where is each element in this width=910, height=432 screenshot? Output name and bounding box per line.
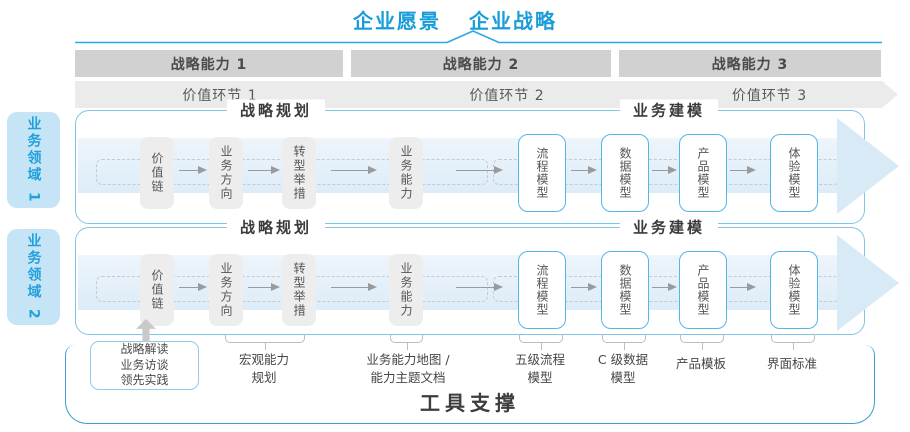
planning-header: 战略规划 — [226, 216, 326, 238]
business-domain-1-panel: 战略规划 业务建模 价值链 业务方向 转型举措 业务能力 流程模型 数据模型 产… — [75, 99, 899, 224]
flow-arrow — [571, 282, 597, 291]
value-band-1: 价值环节 1 — [75, 81, 375, 108]
capability-band-3: 战略能力 3 — [619, 50, 881, 77]
bracket-connector — [771, 334, 815, 350]
tool-support-frame: 工具支撑 — [65, 345, 875, 424]
flow-arrow — [179, 282, 207, 291]
flow-arrow — [730, 282, 756, 291]
modeling-header: 业务建模 — [619, 99, 719, 121]
annotation-macro-capability: 宏观能力 规划 — [238, 352, 290, 385]
planning-header: 战略规划 — [226, 99, 326, 121]
flow-arrow — [571, 165, 597, 174]
flow-arrowhead — [837, 118, 899, 214]
annotation-capability-map: 业务能力地图 / 能力主题文档 — [366, 352, 450, 385]
business-direction-box: 业务方向 — [209, 137, 243, 209]
flow-arrow — [456, 282, 503, 291]
annotation-interface-standard: 界面标准 — [766, 356, 818, 371]
flow-arrow — [331, 282, 377, 291]
data-model-box: 数据模型 — [601, 134, 649, 212]
value-chain-box: 价值链 — [140, 254, 174, 326]
product-model-box: 产品模型 — [679, 134, 727, 212]
transformation-initiative-box: 转型举措 — [282, 254, 316, 326]
business-capability-box: 业务能力 — [389, 137, 423, 209]
strategy-title: 企业战略 — [469, 9, 557, 33]
value-band-2: 价值环节 2 — [357, 81, 649, 108]
vision-title: 企业愿景 — [353, 9, 441, 33]
data-model-box: 数据模型 — [601, 251, 649, 329]
flow-arrow — [331, 165, 377, 174]
flow-arrow — [248, 165, 280, 174]
annotation-product-template: 产品模板 — [675, 356, 727, 371]
flow-arrow — [248, 282, 280, 291]
flow-arrowhead — [837, 235, 899, 331]
capability-band-2: 战略能力 2 — [351, 50, 611, 77]
annotation-data-model: C 级数据 模型 — [597, 352, 649, 385]
sidebar-item-domain-1: 业务领域 1 — [7, 112, 60, 208]
bracket-connector — [680, 334, 724, 350]
bracket-connector — [225, 334, 305, 350]
business-capability-box: 业务能力 — [389, 254, 423, 326]
flow-arrow — [652, 165, 677, 174]
process-model-box: 流程模型 — [518, 251, 566, 329]
flow-arrow — [179, 165, 207, 174]
process-model-box: 流程模型 — [518, 134, 566, 212]
page-title: 企业愿景 企业战略 — [0, 5, 910, 34]
bracket-connector — [390, 334, 423, 350]
bracket-connector — [519, 334, 563, 350]
product-model-box: 产品模型 — [679, 251, 727, 329]
tool-support-title: 工具支撑 — [420, 391, 520, 415]
experience-model-box: 体验模型 — [770, 134, 818, 212]
bracket-connector — [602, 334, 646, 350]
business-direction-box: 业务方向 — [209, 254, 243, 326]
modeling-header: 业务建模 — [619, 216, 719, 238]
strategy-input-box: 战略解读 业务访谈 领先实践 — [90, 341, 199, 390]
experience-model-box: 体验模型 — [770, 251, 818, 329]
title-connector-line — [75, 30, 882, 44]
flow-arrow — [456, 165, 503, 174]
sidebar-item-domain-2: 业务领域 2 — [7, 229, 60, 325]
annotation-process-model: 五级流程 模型 — [514, 352, 566, 385]
business-domain-2-panel: 战略规划 业务建模 价值链 业务方向 转型举措 业务能力 流程模型 数据模型 产… — [75, 216, 899, 335]
value-chain-box: 价值链 — [140, 137, 174, 209]
flow-arrow — [652, 282, 677, 291]
capability-band-1: 战略能力 1 — [75, 50, 343, 77]
flow-arrow — [730, 165, 756, 174]
transformation-initiative-box: 转型举措 — [282, 137, 316, 209]
